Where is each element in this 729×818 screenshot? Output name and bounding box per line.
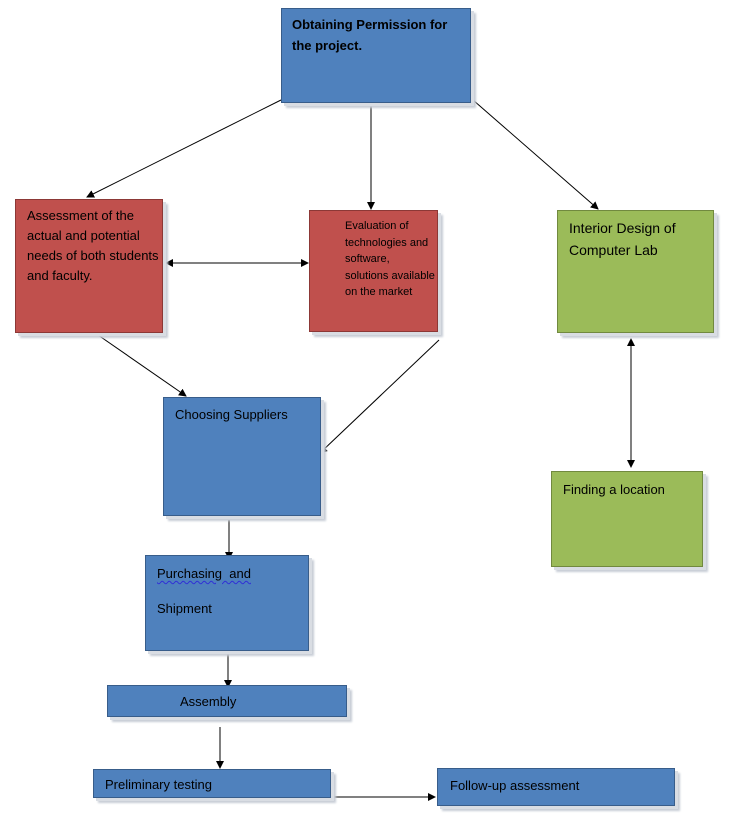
node-obtaining-permission: Obtaining Permission for the project. [281, 8, 471, 103]
node-preliminary-testing: Preliminary testing [93, 769, 331, 798]
node-label: Obtaining Permission for the project. [292, 17, 448, 53]
edge-permission-to-assessment [86, 99, 282, 198]
node-label: Evaluation of technologies and software,… [345, 220, 435, 298]
node-label: Preliminary testing [105, 777, 212, 792]
node-label: Assembly [180, 694, 237, 709]
node-purchasing-shipment: Purchasing and Shipment [145, 555, 309, 651]
node-follow-up-assessment: Follow-up assessment [437, 768, 675, 806]
node-label-line2: Shipment [157, 601, 212, 616]
node-technology-evaluation: Evaluation of technologies and software,… [309, 210, 438, 332]
node-label-line1: Purchasing and [157, 566, 251, 581]
node-needs-assessment: Assessment of the actual and potential n… [15, 199, 163, 333]
node-interior-design: Interior Design of Computer Lab [557, 210, 714, 333]
node-label: Assessment of the actual and potential n… [27, 208, 159, 284]
node-label: Follow-up assessment [450, 778, 580, 793]
edge-evaluation-to-suppliers [319, 339, 440, 454]
node-assembly: Assembly [107, 685, 347, 717]
node-finding-location: Finding a location [551, 471, 703, 567]
node-label: Finding a location [563, 482, 665, 497]
edge-assessment-to-suppliers [97, 334, 187, 397]
node-choosing-suppliers: Choosing Suppliers [163, 397, 321, 516]
node-label: Interior Design of Computer Lab [569, 220, 676, 258]
node-label: Choosing Suppliers [175, 407, 288, 422]
edge-permission-to-interior [472, 99, 599, 210]
